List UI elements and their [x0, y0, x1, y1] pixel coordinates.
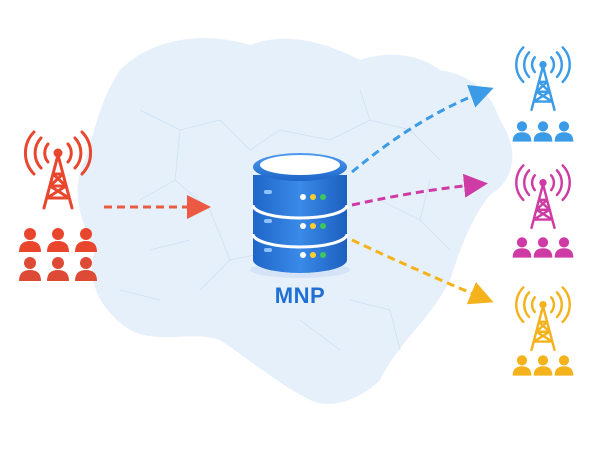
arrow-server-to-magenta — [351, 173, 488, 207]
mnp-label: MNP — [274, 283, 326, 308]
arrow-server-to-blue — [351, 84, 494, 174]
target-operator-yellow-icon — [512, 286, 574, 376]
target-operator-magenta-icon — [512, 164, 574, 258]
database-server-icon — [250, 153, 350, 278]
arrow-server-to-yellow — [351, 238, 494, 305]
target-operator-blue-icon — [512, 46, 574, 142]
